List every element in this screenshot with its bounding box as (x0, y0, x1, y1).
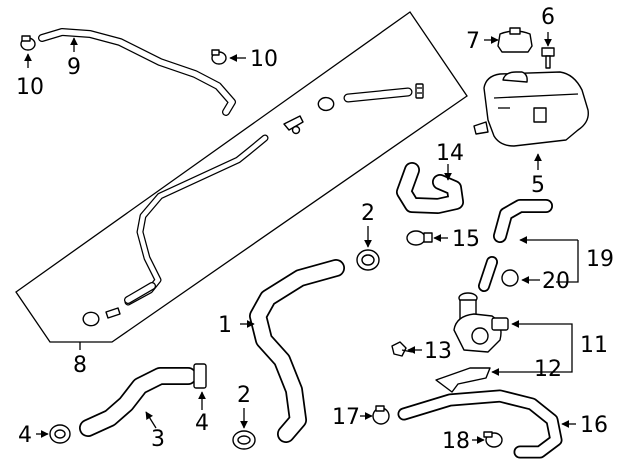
part-2-clamp-upper (356, 249, 380, 271)
callout-8: 8 (73, 353, 87, 378)
callout-2-lower: 2 (237, 383, 251, 408)
callout-17: 17 (332, 405, 360, 430)
callout-19: 19 (586, 247, 614, 272)
callout-10-right: 10 (250, 47, 278, 72)
callout-16: 16 (580, 413, 608, 438)
part-4-clamp-left (49, 424, 71, 444)
callout-12: 12 (534, 357, 562, 382)
part-13-bolt (391, 341, 413, 357)
part-8-pipe-assembly (82, 83, 424, 327)
part-16-hose (397, 389, 563, 459)
part-4-clamp-right (193, 363, 207, 389)
part-2-clamp-lower (232, 430, 256, 450)
callout-13: 13 (424, 339, 452, 364)
callout-4-right: 4 (195, 411, 209, 436)
assembly-8-outline (15, 11, 468, 343)
part-10-clamp-right (211, 49, 227, 65)
part-6-bolt (541, 47, 555, 69)
part-9-hose (38, 28, 236, 116)
callout-1: 1 (218, 313, 232, 338)
callout-3: 3 (151, 427, 165, 452)
part-19-hose (493, 199, 553, 243)
part-3-hose (79, 367, 197, 437)
part-12-bracket (435, 367, 491, 393)
callout-18: 18 (442, 429, 470, 454)
callout-6: 6 (541, 5, 555, 30)
callout-14: 14 (436, 141, 464, 166)
part-11-water-pump (453, 292, 509, 353)
callout-labels: 10 9 10 7 6 14 5 2 15 19 20 1 11 13 12 8… (16, 5, 614, 454)
callout-15: 15 (452, 227, 480, 252)
callout-5: 5 (531, 173, 545, 198)
callout-7: 7 (466, 29, 480, 54)
leader-lines (24, 32, 579, 444)
part-18-clamp (483, 431, 503, 448)
part-14-hose (396, 162, 464, 214)
callout-4-left: 4 (18, 423, 32, 448)
callout-2-upper: 2 (361, 201, 375, 226)
callout-10-left: 10 (16, 75, 44, 100)
part-17-clamp (372, 405, 390, 425)
callout-11: 11 (580, 333, 608, 358)
part-7-reservoir-cap (497, 27, 533, 53)
part-1-hose (249, 259, 345, 443)
part-5-reservoir (473, 71, 589, 147)
callout-20: 20 (542, 269, 570, 294)
callout-9: 9 (67, 55, 81, 80)
part-15-clamp (406, 230, 433, 246)
part-20-connector (478, 256, 519, 292)
part-10-clamp-left (20, 35, 36, 51)
